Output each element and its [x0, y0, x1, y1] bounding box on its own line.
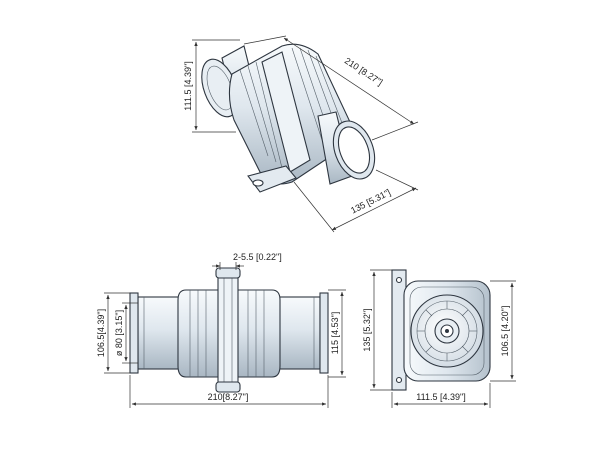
iso-length-label: 210 [8.27"]: [343, 56, 385, 88]
iso-base-label: 135 [5.31"]: [349, 187, 392, 216]
end-height-label-right: 106.5 [4.20"]: [500, 306, 510, 357]
iso-height-label: 111.5 [4.39"]: [183, 61, 193, 110]
iso-height-dimension: 111.5 [4.39"]: [183, 39, 240, 133]
side-outer-height-label: 106.5[4.39"]: [96, 309, 106, 357]
strap-width-dimension: 2-5.5 [0.22"]: [212, 252, 282, 270]
side-body-height-dimension: 115 [4.53"]: [328, 289, 346, 378]
strap-width-label: 2-5.5 [0.22"]: [233, 252, 282, 262]
end-total-height-dimension: 135 [5.32"]: [362, 269, 392, 391]
end-outlet-face: [410, 294, 484, 368]
side-bore-label: ø 80 [3.15"]: [114, 310, 124, 356]
iso-right-outlet: [317, 111, 376, 185]
side-bore-dimension: ø 80 [3.15"]: [114, 302, 138, 364]
isometric-view: 111.5 [4.39"] 210 [8.27"] 135 [5.31"]: [183, 35, 419, 233]
end-width-dimension: 111.5 [4.39"]: [391, 383, 491, 408]
side-body-height-label: 115 [4.53"]: [330, 312, 340, 355]
side-outer-height-dimension: 106.5[4.39"]: [96, 292, 130, 374]
side-length-dimension: 210[8.27"]: [129, 375, 329, 408]
side-strap: [217, 269, 239, 391]
side-length-label: 210[8.27"]: [208, 392, 249, 402]
end-width-label: 111.5 [4.39"]: [416, 392, 465, 402]
end-total-height-label: 135 [5.32"]: [362, 308, 372, 351]
side-view: 2-5.5 [0.22"] 106.5[4.39"] ø 80 [3.15"] …: [96, 252, 346, 408]
end-height-dimension: 106.5 [4.20"]: [490, 280, 516, 382]
iso-base-dimension: 135 [5.31"]: [293, 169, 419, 233]
end-view: 135 [5.32"] 106.5 [4.20"] 111.5 [4.39"]: [362, 269, 516, 408]
